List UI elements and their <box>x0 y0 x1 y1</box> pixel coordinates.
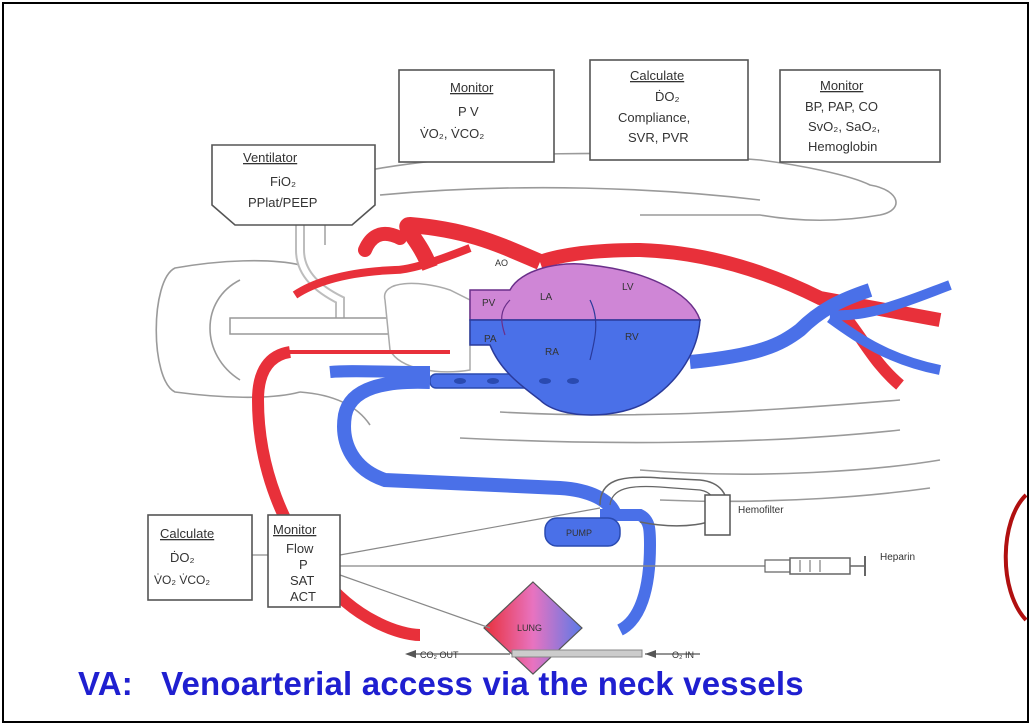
monitor-top-right-title: Monitor <box>820 78 864 93</box>
ra-label: RA <box>545 347 559 358</box>
hemofilter-label: Hemofilter <box>738 505 784 516</box>
monitor-box-top-left: Monitor P V V̇O₂, V̇CO₂ <box>399 70 554 162</box>
monitor-top-right-svo2-sao2: SvO₂, SaO₂, <box>808 119 880 134</box>
calculate-bottom-vo2-vco2: V̇O₂ V̇CO₂ <box>154 573 210 587</box>
oxygenator-lung: LUNG <box>484 582 642 674</box>
calculate-top-compliance: Compliance, <box>618 110 690 125</box>
monitor-top-right-bp-pap-co: BP, PAP, CO <box>805 99 878 114</box>
o2-in-label: O₂ IN <box>672 650 694 660</box>
monitor-top-left-vo2-vco2: V̇O₂, V̇CO₂ <box>420 126 484 141</box>
monitor-bottom-act: ACT <box>290 589 316 604</box>
calculate-top-svr-pvr: SVR, PVR <box>628 130 689 145</box>
monitor-box-bottom: Monitor Flow P SAT ACT <box>268 515 340 607</box>
pump-label: PUMP <box>566 528 592 538</box>
calculate-bottom-do2: ḊO₂ <box>170 550 195 565</box>
monitor-bottom-flow: Flow <box>286 541 314 556</box>
monitor-top-left-pv: P V <box>458 104 479 119</box>
ventilator-title: Ventilator <box>243 150 298 165</box>
rv-label: RV <box>625 332 639 343</box>
monitor-bottom-p: P <box>299 557 308 572</box>
lv-label: LV <box>622 282 634 293</box>
calculate-box-bottom: Calculate ḊO₂ V̇O₂ V̇CO₂ <box>148 515 252 600</box>
calculate-top-do2: ḊO₂ <box>655 89 680 104</box>
slide-caption: VA: Venoarterial access via the neck ves… <box>78 665 804 703</box>
ventilator-box: Ventilator FiO₂ PPlat/PEEP <box>212 145 375 225</box>
ventilator-pplat-peep: PPlat/PEEP <box>248 195 317 210</box>
calculate-top-title: Calculate <box>630 68 684 83</box>
co2-out-label: CO₂ OUT <box>420 650 459 660</box>
calculate-bottom-title: Calculate <box>160 526 214 541</box>
monitor-bottom-sat: SAT <box>290 573 314 588</box>
pa-label: PA <box>484 334 497 345</box>
pv-label: PV <box>482 298 496 309</box>
ao-label: AO <box>495 258 508 268</box>
monitor-bottom-title: Monitor <box>273 522 317 537</box>
ventilator-fio2: FiO₂ <box>270 174 296 189</box>
heart: AO PV LA LV PA RA RV <box>470 258 700 415</box>
la-label: LA <box>540 292 553 303</box>
monitor-top-left-title: Monitor <box>450 80 494 95</box>
monitor-box-top-right: Monitor BP, PAP, CO SvO₂, SaO₂, Hemoglob… <box>780 70 940 162</box>
lung-outline <box>385 283 470 371</box>
calculate-box-top: Calculate ḊO₂ Compliance, SVR, PVR <box>590 60 748 160</box>
highlight-circle <box>1006 495 1026 620</box>
hemofilter: Hemofilter <box>600 477 784 535</box>
heparin-label: Heparin <box>880 552 915 563</box>
pump: PUMP <box>545 518 620 546</box>
lung-label: LUNG <box>517 623 542 633</box>
monitor-top-right-hemoglobin: Hemoglobin <box>808 139 877 154</box>
